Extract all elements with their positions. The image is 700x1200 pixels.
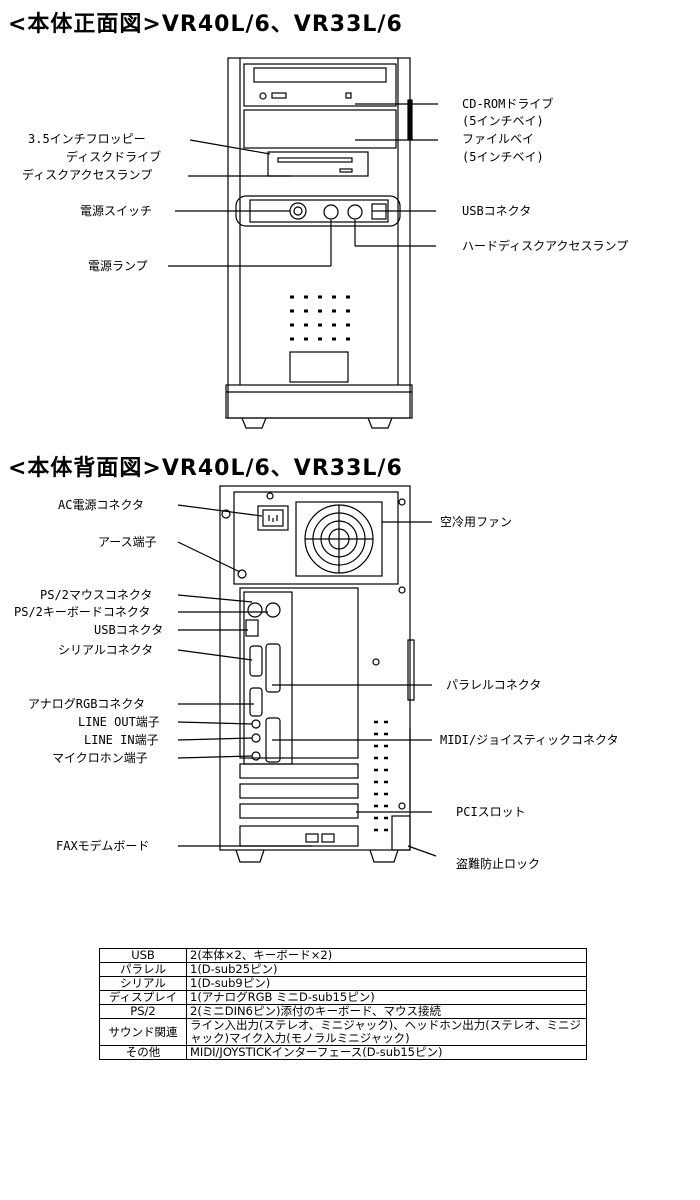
mic-jack bbox=[251, 751, 261, 761]
power-supply bbox=[233, 491, 399, 585]
front-view-title: <本体正面図>VR40L/6、VR33L/6 bbox=[8, 12, 403, 37]
label-earth-terminal: アース端子 bbox=[98, 535, 157, 549]
vga-port bbox=[249, 687, 263, 717]
line-in-jack bbox=[251, 733, 261, 743]
floppy-drive bbox=[267, 151, 369, 177]
spec-value: ライン入出力(ステレオ、ミニジャック)、ヘッドホン出力(ステレオ、ミニジャック)… bbox=[186, 1018, 587, 1046]
spec-key: ディスプレイ bbox=[99, 990, 187, 1005]
label-line-in: LINE IN端子 bbox=[84, 733, 159, 747]
label-front-usb: USBコネクタ bbox=[462, 204, 531, 218]
parallel-port bbox=[265, 643, 281, 693]
fax-modem-board bbox=[239, 825, 359, 847]
spec-key: パラレル bbox=[99, 962, 187, 977]
label-pci-slot: PCIスロット bbox=[456, 805, 526, 819]
spec-key: USB bbox=[99, 948, 187, 963]
ac-power-connector bbox=[257, 505, 289, 531]
label-fax-modem: FAXモデムボード bbox=[56, 838, 149, 853]
line-out-jack bbox=[251, 719, 261, 729]
label-rear-usb: USBコネクタ bbox=[94, 623, 163, 637]
label-line-out: LINE OUT端子 bbox=[78, 715, 160, 729]
rear-usb-port bbox=[245, 619, 259, 637]
label-vga: アナログRGBコネクタ bbox=[28, 697, 145, 711]
spec-key: サウンド関連 bbox=[99, 1018, 187, 1046]
spec-value: MIDI/JOYSTICKインターフェース(D-sub15ピン) bbox=[186, 1045, 587, 1060]
label-power-switch: 電源スイッチ bbox=[80, 204, 152, 218]
label-ac-connector: AC電源コネクタ bbox=[58, 498, 144, 512]
file-bay bbox=[243, 109, 397, 149]
cooling-fan bbox=[295, 501, 383, 577]
label-file-bay: ファイルベイ bbox=[462, 132, 534, 146]
spec-key: シリアル bbox=[99, 976, 187, 991]
back-view-diagram: AC電源コネクタ アース端子 空冷用ファン PS/2マウスコネクタ PS/2キー… bbox=[14, 485, 619, 871]
label-cdrom-bay: (5インチベイ) bbox=[462, 114, 544, 128]
label-floppy-2: ディスクドライブ bbox=[66, 149, 161, 164]
ps2-keyboard-port bbox=[265, 602, 281, 618]
label-hdd-lamp: ハードディスクアクセスランプ bbox=[462, 238, 628, 253]
label-cooling-fan: 空冷用ファン bbox=[440, 515, 512, 529]
spec-value: 1(D-sub25ピン) bbox=[186, 962, 587, 977]
cdrom-drive-bay bbox=[243, 63, 397, 107]
earth-terminal bbox=[237, 569, 247, 579]
ps2-mouse-port bbox=[247, 602, 263, 618]
label-security-lock: 盗難防止ロック bbox=[456, 856, 540, 871]
label-parallel: パラレルコネクタ bbox=[446, 678, 541, 692]
back-view-title: <本体背面図>VR40L/6、VR33L/6 bbox=[8, 456, 403, 481]
label-floppy-1: 3.5インチフロッピー bbox=[28, 132, 146, 146]
power-lamp bbox=[323, 204, 339, 220]
table-row: サウンド関連ライン入出力(ステレオ、ミニジャック)、ヘッドホン出力(ステレオ、ミ… bbox=[99, 1018, 587, 1046]
label-mic: マイクロホン端子 bbox=[52, 751, 148, 765]
back-case bbox=[219, 485, 411, 851]
label-ps2-mouse: PS/2マウスコネクタ bbox=[40, 588, 152, 602]
spec-value: 1(D-sub9ピン) bbox=[186, 976, 587, 991]
label-cdrom-drive: CD-ROMドライブ bbox=[462, 96, 553, 111]
spec-value: 1(アナログRGB ミニD-sub15ピン) bbox=[186, 990, 587, 1005]
label-ps2-keyboard: PS/2キーボードコネクタ bbox=[14, 605, 150, 619]
front-case bbox=[227, 57, 411, 419]
spec-value: 2(ミニDIN6ピン)添付のキーボード、マウス接続 bbox=[186, 1004, 587, 1019]
hdd-access-lamp bbox=[347, 204, 363, 220]
front-view-diagram: CD-ROMドライブ (5インチベイ) ファイルベイ (5インチベイ) 3.5イ… bbox=[22, 57, 628, 429]
spec-key: PS/2 bbox=[99, 1004, 187, 1019]
power-switch bbox=[289, 202, 307, 220]
label-disk-access-lamp: ディスクアクセスランプ bbox=[22, 167, 152, 182]
spec-key: その他 bbox=[99, 1045, 187, 1060]
spec-value: 2(本体×2、キーボード×2) bbox=[186, 948, 587, 963]
label-serial: シリアルコネクタ bbox=[58, 643, 153, 657]
label-midi: MIDI/ジョイスティックコネクタ bbox=[440, 733, 619, 747]
serial-port bbox=[249, 645, 263, 677]
label-power-lamp: 電源ランプ bbox=[88, 259, 148, 273]
label-file-bay-size: (5インチベイ) bbox=[462, 150, 544, 164]
pci-slot bbox=[239, 783, 359, 799]
